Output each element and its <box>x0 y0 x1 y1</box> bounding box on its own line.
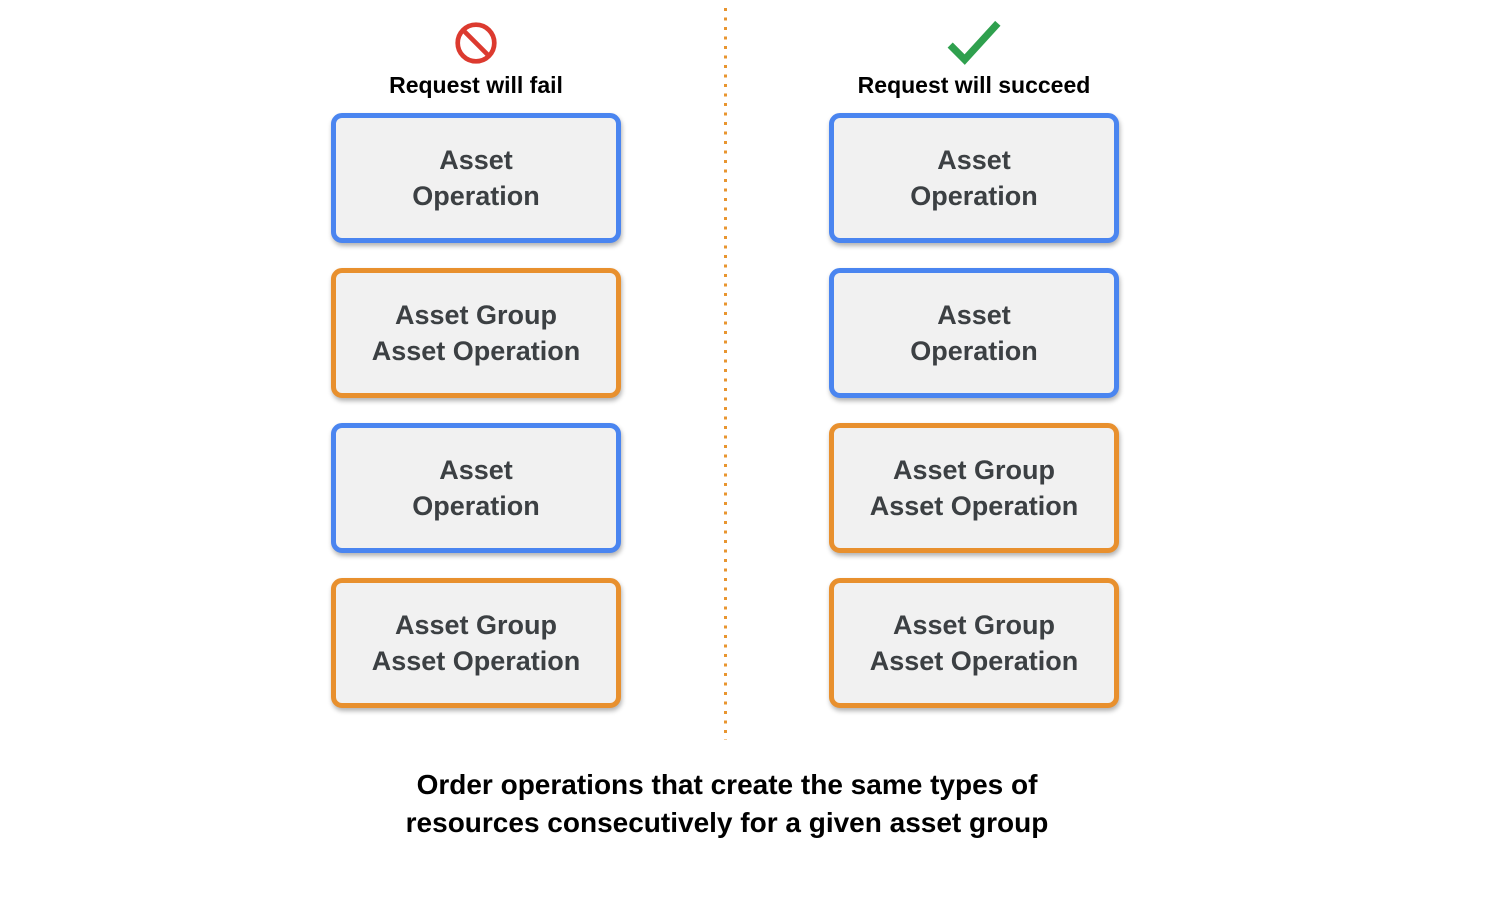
succeed-column-title: Request will succeed <box>857 72 1091 98</box>
box-label-line: Asset Operation <box>371 646 581 676</box>
asset-operation-box: Asset Operation <box>829 268 1119 398</box>
fail-column: Request will fail Asset Operation Asset … <box>331 10 621 708</box>
asset-operation-box: Asset Operation <box>331 423 621 553</box>
fail-column-title: Request will fail <box>389 72 563 98</box>
box-label-line: Asset <box>937 300 1011 330</box>
asset-group-asset-operation-box: Asset Group Asset Operation <box>331 578 621 708</box>
fail-icon-wrap <box>453 10 499 66</box>
column-divider <box>724 8 727 740</box>
caption-line-1: Order operations that create the same ty… <box>416 769 1038 800</box>
box-label-line: Operation <box>412 181 540 211</box>
fail-boxes: Asset Operation Asset Group Asset Operat… <box>331 113 621 708</box>
box-label-line: Asset Group <box>394 300 558 330</box>
box-label-line: Asset Group <box>394 610 558 640</box>
checkmark-icon <box>947 20 1001 65</box>
box-label-line: Asset Operation <box>371 336 581 366</box>
box-label-line: Asset Operation <box>869 491 1079 521</box>
asset-group-asset-operation-box: Asset Group Asset Operation <box>331 268 621 398</box>
asset-operation-box: Asset Operation <box>331 113 621 243</box>
caption-line-2: resources consecutively for a given asse… <box>405 807 1049 838</box>
asset-group-asset-operation-box: Asset Group Asset Operation <box>829 423 1119 553</box>
prohibition-icon <box>455 22 497 64</box>
box-label-line: Asset <box>439 145 513 175</box>
box-label-line: Asset <box>937 145 1011 175</box>
box-label-line: Asset Group <box>892 610 1056 640</box>
asset-group-asset-operation-box: Asset Group Asset Operation <box>829 578 1119 708</box>
box-label-line: Operation <box>910 336 1038 366</box>
succeed-boxes: Asset Operation Asset Operation Asset Gr… <box>829 113 1119 708</box>
box-label-line: Asset <box>439 455 513 485</box>
box-label-line: Operation <box>412 491 540 521</box>
box-label-line: Asset Group <box>892 455 1056 485</box>
succeed-column: Request will succeed Asset Operation Ass… <box>829 10 1119 708</box>
box-label-line: Asset Operation <box>869 646 1079 676</box>
box-label-line: Operation <box>910 181 1038 211</box>
diagram-caption: Order operations that create the same ty… <box>0 766 1454 842</box>
succeed-icon-wrap <box>945 10 1003 66</box>
asset-operation-box: Asset Operation <box>829 113 1119 243</box>
